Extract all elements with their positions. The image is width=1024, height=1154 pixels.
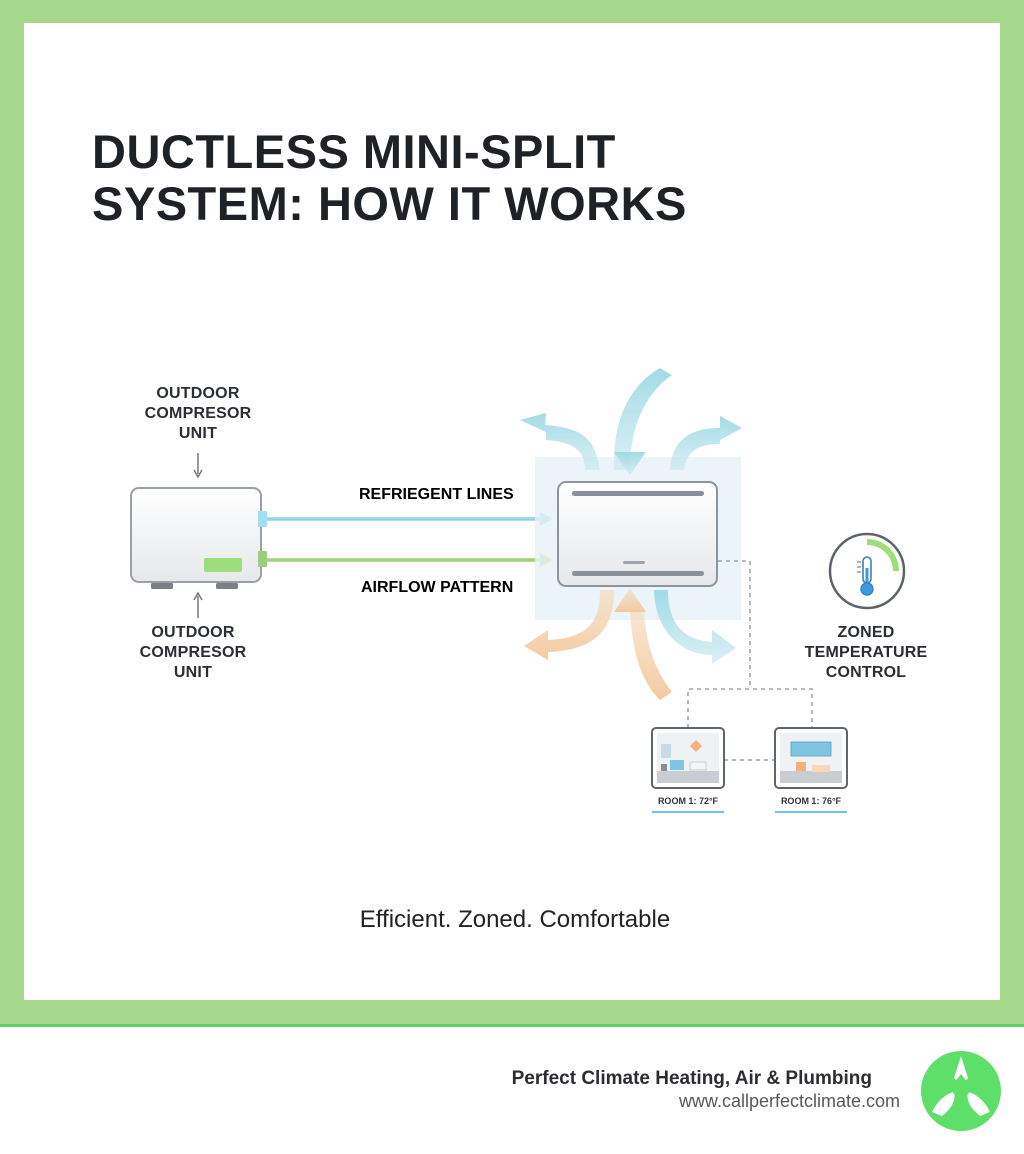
page-title: DUCTLESS MINI-SPLIT SYSTEM: HOW IT WORKS bbox=[92, 126, 852, 230]
warm-arrow-left bbox=[524, 590, 614, 660]
room-1-lamp bbox=[690, 740, 702, 752]
zoned-line-1: ZONED bbox=[837, 624, 895, 641]
indoor-unit-display bbox=[623, 561, 645, 564]
indoor-unit-bottom-vent bbox=[572, 571, 704, 576]
zoned-line-3: CONTROL bbox=[825, 664, 907, 681]
control-connections bbox=[687, 560, 813, 761]
indoor-air-handler bbox=[557, 481, 718, 587]
room-2-sofa bbox=[812, 765, 830, 772]
room-1-bed bbox=[689, 761, 707, 771]
outdoor-bottom-line-1: OUTDOOR bbox=[151, 624, 235, 641]
tagline: Efficient. Zoned. Comfortable bbox=[359, 906, 671, 933]
warm-arrow-up-head bbox=[614, 588, 646, 612]
company-name: Perfect Climate Heating, Air & Plumbing bbox=[511, 1068, 872, 1089]
mini-split-diagram: REFRIEGENT LINES AIRFLOW PATTERN bbox=[130, 368, 906, 813]
room-1-tv bbox=[670, 760, 684, 770]
room-1-chair bbox=[661, 764, 667, 771]
refrigerant-line bbox=[267, 512, 553, 526]
warm-air-arrows bbox=[524, 588, 672, 700]
outdoor-unit-foot-left bbox=[151, 583, 173, 589]
label-pointer-top bbox=[193, 453, 203, 479]
room-panel-1 bbox=[651, 727, 725, 813]
cool-arrow-top-curve bbox=[613, 368, 672, 470]
title-line-1: DUCTLESS MINI-SPLIT bbox=[92, 125, 616, 178]
cool-arrow-bottom-right bbox=[654, 590, 736, 664]
room-1-window bbox=[661, 744, 671, 758]
company-url[interactable]: www.callperfectclimate.com bbox=[678, 1091, 900, 1111]
outdoor-unit-label-top: OUTDOOR COMPRESOR UNIT bbox=[118, 384, 278, 444]
refrigerant-lines-label: REFRIEGENT LINES bbox=[359, 486, 514, 503]
cool-arrow-right bbox=[670, 416, 742, 470]
room-panel-2 bbox=[774, 727, 848, 813]
room-2-underline bbox=[775, 811, 847, 813]
airflow-port bbox=[258, 551, 267, 567]
room-1-underline bbox=[652, 811, 724, 813]
room-2-table bbox=[796, 762, 806, 771]
room-2-label: ROOM 1: 76°F bbox=[780, 796, 842, 806]
cool-air-arrows bbox=[520, 368, 742, 664]
thermostat-setpoint-arc bbox=[866, 539, 899, 572]
outdoor-top-line-1: OUTDOOR bbox=[156, 385, 240, 402]
outdoor-top-line-2: COMPRESOR bbox=[144, 405, 252, 422]
outdoor-top-line-3: UNIT bbox=[178, 425, 218, 442]
label-pointer-bottom bbox=[193, 591, 203, 618]
title-line-2: SYSTEM: HOW IT WORKS bbox=[92, 177, 687, 230]
room-2-screen bbox=[790, 741, 832, 757]
zoned-temperature-control-label: ZONED TEMPERATURE CONTROL bbox=[786, 623, 946, 683]
warm-arrow-up-curve bbox=[630, 610, 672, 700]
zoned-line-2: TEMPERATURE bbox=[804, 644, 928, 661]
airflow-line bbox=[267, 553, 553, 567]
room-1-floor bbox=[657, 771, 719, 783]
footer-divider bbox=[0, 1024, 1024, 1027]
room-1-label: ROOM 1: 72°F bbox=[657, 796, 719, 806]
thermometer-icon bbox=[857, 556, 874, 596]
outdoor-unit-label-bottom: OUTDOOR COMPRESOR UNIT bbox=[113, 623, 273, 683]
indoor-unit-top-vent bbox=[572, 491, 704, 496]
cool-arrow-left bbox=[520, 413, 600, 470]
room-2-floor bbox=[780, 771, 842, 783]
logo-icon bbox=[921, 1051, 1001, 1131]
outdoor-unit-foot-right bbox=[216, 583, 238, 589]
outdoor-bottom-line-3: UNIT bbox=[173, 664, 213, 681]
refrigerant-port bbox=[258, 511, 267, 527]
outdoor-bottom-line-2: COMPRESOR bbox=[139, 644, 247, 661]
outdoor-unit-indicator bbox=[204, 558, 242, 572]
cool-arrow-top-head bbox=[614, 452, 646, 475]
thermostat bbox=[828, 532, 906, 610]
indoor-unit-body bbox=[557, 481, 718, 587]
outdoor-compressor-unit bbox=[130, 487, 267, 589]
airflow-pattern-label: AIRFLOW PATTERN bbox=[361, 579, 513, 596]
